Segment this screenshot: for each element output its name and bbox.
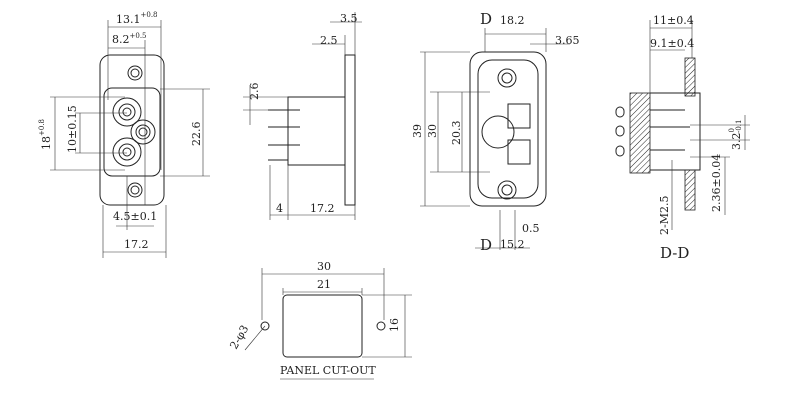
dim-pin-pitch: 3.20-0.1 <box>728 120 743 150</box>
rear-view: D 18.2 3.65 39 30 20.3 0.5 D 15.2 <box>411 10 580 254</box>
dim-flange: 3.5 <box>340 12 358 25</box>
pin-socket-2 <box>112 137 142 167</box>
section-marker-bottom: D <box>480 236 492 254</box>
rear-hole-bottom <box>497 180 517 200</box>
mount-hole-left <box>260 321 270 331</box>
front-outline <box>99 54 165 206</box>
section-title: D-D <box>660 244 689 262</box>
dim-holes: 2-φ3 <box>227 323 251 352</box>
dim-width: 18.2 <box>500 14 525 27</box>
dim-terminal: 4 <box>276 202 283 215</box>
flange-bottom <box>684 169 696 211</box>
dim-pin-offset: 4.5±0.1 <box>113 210 157 223</box>
dim-depth: 11±0.4 <box>653 14 694 27</box>
dim-width: 17.2 <box>124 238 149 251</box>
dim-height-outer: 39 <box>411 124 424 138</box>
dim-height-inner: 20.3 <box>450 121 463 146</box>
rear-terminal-2 <box>507 139 531 165</box>
dim-pin-dia: 2.36±0.04 <box>710 154 723 212</box>
terminal-2 <box>615 125 625 137</box>
rear-terminal-1 <box>507 103 531 129</box>
mount-hole-bottom <box>127 182 143 198</box>
dim-body-width: 15.2 <box>500 238 525 251</box>
dim-flange-inner: 2.5 <box>320 34 338 47</box>
dim-pin-gap: 2.6 <box>248 83 261 101</box>
pin-socket-3 <box>130 119 156 145</box>
dim-gap: 0.5 <box>522 222 540 235</box>
cutout-rect <box>282 294 363 358</box>
dim-top-inner: 8.2+0.5 <box>112 32 147 46</box>
dim-height-mid: 30 <box>426 124 439 138</box>
dim-height: 16 <box>388 318 401 332</box>
dim-right: 22.6 <box>190 122 203 147</box>
dim-width: 30 <box>317 260 331 273</box>
dim-pin-pitch-tol-lower: -0.1 <box>735 120 743 134</box>
section-marker-top: D <box>480 10 492 28</box>
terminal-3 <box>615 145 625 157</box>
dim-left-inner: 10±0.15 <box>66 105 79 153</box>
dim-body: 17.2 <box>310 202 335 215</box>
front-view: 13.1+0.8 8.2+0.5 18+0.8 10±0.15 22.6 4.5… <box>38 11 210 258</box>
front-inner-outline <box>103 87 161 177</box>
rear-outline <box>469 51 547 207</box>
pin-socket-1 <box>112 97 142 127</box>
dim-inner-width: 21 <box>317 278 331 291</box>
mount-hole-right <box>376 321 386 331</box>
housing-section <box>629 92 651 174</box>
dim-offset: 3.65 <box>555 34 580 47</box>
flange-top <box>684 57 696 97</box>
dim-depth-inner: 9.1±0.4 <box>650 37 694 50</box>
side-flange <box>344 54 356 206</box>
dim-top-outer: 13.1+0.8 <box>116 11 158 26</box>
mount-hole-top <box>127 65 143 81</box>
side-body <box>287 96 346 166</box>
dim-thread: 2-M2.5 <box>658 196 671 235</box>
terminal-1 <box>615 106 625 118</box>
rear-hole-top <box>497 68 517 88</box>
side-view: 3.5 2.5 2.6 4 17.2 <box>243 12 362 220</box>
cutout-title: PANEL CUT-OUT <box>280 364 376 377</box>
section-view: 11±0.4 9.1±0.4 3.20-0.1 2.36±0.04 2-M2.5… <box>615 14 750 262</box>
panel-cutout: 30 21 16 2-φ3 PANEL CUT-OUT <box>227 260 412 380</box>
dim-left-outer: 18+0.8 <box>38 119 53 150</box>
